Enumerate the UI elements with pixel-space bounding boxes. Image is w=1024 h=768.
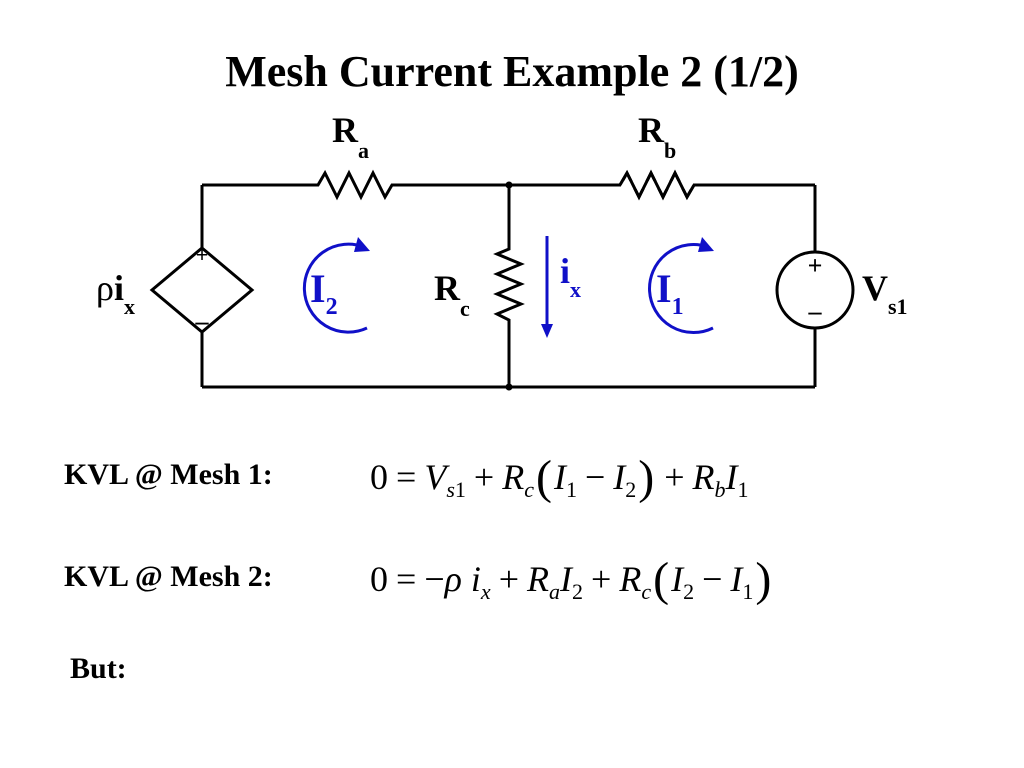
label-vs1: Vs1 <box>862 268 908 319</box>
mesh-left-label: I2 <box>310 266 338 320</box>
vs-plus: + <box>808 251 823 280</box>
kvl-mesh1-label: KVL @ Mesh 1: <box>64 458 273 491</box>
vs-minus: – <box>808 297 823 326</box>
junction-top <box>505 181 513 189</box>
mesh-right-label: I1 <box>656 266 684 320</box>
kvl-mesh2-label: KVL @ Mesh 2: <box>64 560 273 593</box>
dep-source-minus: – <box>195 307 210 336</box>
mesh-right-arrow-head <box>698 237 714 252</box>
label-ix: ix <box>560 251 581 302</box>
label-rb: Rb <box>638 110 676 163</box>
mesh-left-arrow-head <box>354 237 370 252</box>
label-rc: Rc <box>434 268 470 321</box>
mesh-left-loop-arrow <box>302 242 368 334</box>
resistor-rc <box>493 185 525 387</box>
circuit-diagram: + – + – Ra Rb Rc ρix Vs1 ix I2 I1 <box>96 110 908 391</box>
dep-source-plus: + <box>196 242 209 267</box>
junction-bottom <box>505 383 513 391</box>
label-dep-source: ρix <box>96 268 135 319</box>
top-wire-left <box>202 169 815 201</box>
ix-arrow-head <box>541 324 553 338</box>
label-ra: Ra <box>332 110 369 163</box>
page-title: Mesh Current Example 2 (1/2) <box>225 47 799 96</box>
but-label: But: <box>70 652 127 685</box>
kvl-mesh1-equation: 0=Vs1+Rc(I1−I2)+RbI1 <box>370 451 749 504</box>
mesh-right-loop-arrow <box>648 243 714 335</box>
kvl-mesh2-equation: 0=−ρ ix+RaI2+Rc(I2−I1) <box>370 553 772 606</box>
